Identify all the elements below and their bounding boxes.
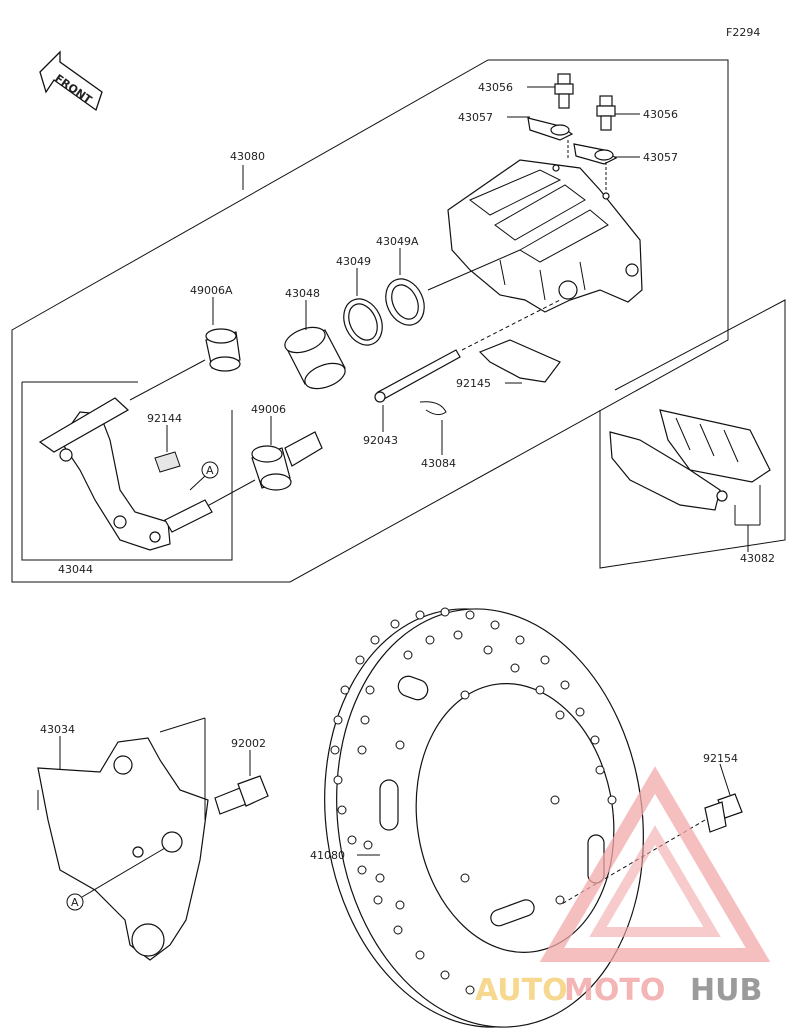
caliper-body <box>447 159 643 313</box>
callout-43057-b: 43057 <box>643 151 678 164</box>
callout-92144: 92144 <box>147 412 182 425</box>
callout-43056-b: 43056 <box>643 108 678 121</box>
caliper-mount-bracket <box>37 737 209 961</box>
pin-clip <box>419 401 447 416</box>
watermark-logo: AUTO MOTO HUB <box>475 766 771 1008</box>
brake-pad-outer <box>609 431 728 511</box>
callout-49006A: 49006A <box>190 284 233 297</box>
bleeder-cap-2 <box>573 143 618 165</box>
disc-bolt <box>704 793 743 833</box>
disc-holes <box>330 607 617 995</box>
callout-43048: 43048 <box>285 287 320 300</box>
figure-code: F2294 <box>726 26 760 39</box>
leader-lines <box>59 86 749 856</box>
caliper-bracket <box>38 397 213 551</box>
boot-49006A <box>205 328 241 372</box>
callout-43034: 43034 <box>40 723 75 736</box>
pad-retainer <box>154 451 181 473</box>
callout-92002: 92002 <box>231 737 266 750</box>
pad-pin <box>374 349 461 403</box>
axle-bolt <box>214 775 269 815</box>
callout-43044: 43044 <box>58 563 93 576</box>
bracket-frame <box>21 382 233 561</box>
callout-43057-a: 43057 <box>458 111 493 124</box>
callout-92145: 92145 <box>456 377 491 390</box>
watermark-part1: AUTO <box>475 973 568 1008</box>
callout-41080: 41080 <box>310 849 345 862</box>
bleeder-valve-1 <box>554 73 574 109</box>
callout-92043: 92043 <box>363 434 398 447</box>
callout-43049A: 43049A <box>376 235 419 248</box>
piston <box>284 326 346 390</box>
ref-marker-a-top: A <box>201 461 219 479</box>
svg-text:A: A <box>206 464 214 477</box>
bleeder-cap-1 <box>527 117 574 141</box>
callout-43084: 43084 <box>421 457 456 470</box>
callout-92154: 92154 <box>703 752 738 765</box>
callout-43049: 43049 <box>336 255 371 268</box>
pad-set-frame <box>599 299 786 569</box>
callout-43082: 43082 <box>740 552 775 565</box>
bleeder-valve-2 <box>596 95 616 131</box>
caliper-assembly-frame <box>11 59 729 583</box>
watermark-triangle-icon <box>539 766 771 962</box>
callout-49006: 49006 <box>251 403 286 416</box>
pad-spring <box>478 339 561 383</box>
callout-43080: 43080 <box>230 150 265 163</box>
brake-pad-inner <box>659 409 771 483</box>
brake-disc <box>324 608 644 1028</box>
boot-49006 <box>251 431 323 491</box>
front-arrow-icon: FRONT <box>39 50 103 112</box>
watermark-part2: MOTO <box>564 973 665 1008</box>
callout-43056-a: 43056 <box>478 81 513 94</box>
watermark-part3: HUB <box>690 973 762 1008</box>
ref-marker-a-bottom: A <box>66 893 84 911</box>
svg-text:A: A <box>71 896 79 909</box>
